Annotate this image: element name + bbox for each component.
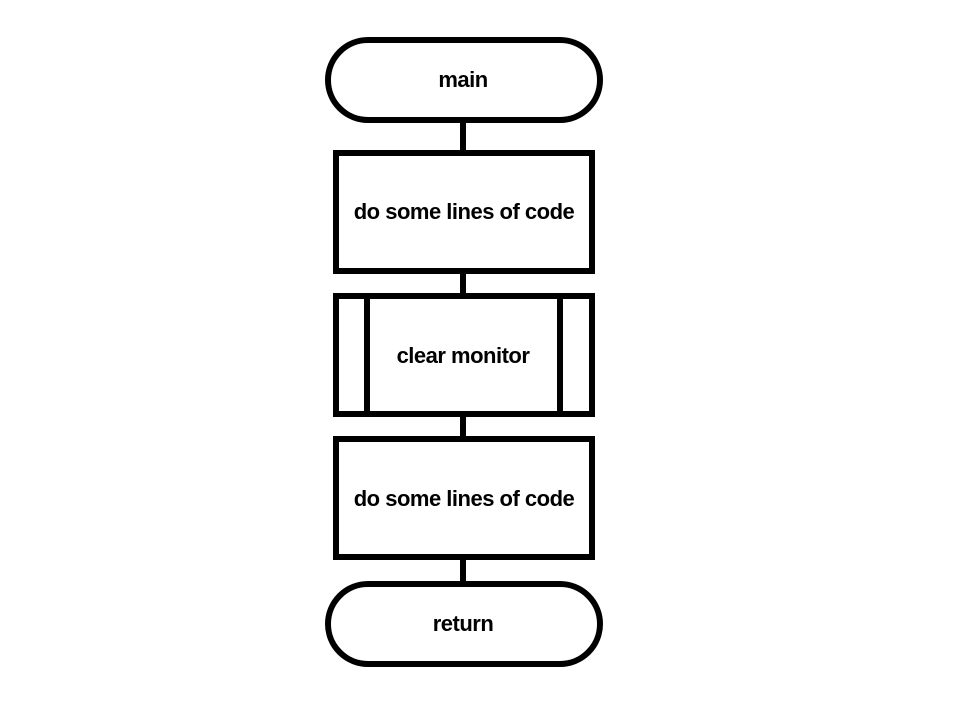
process-box-1-shape xyxy=(333,150,595,274)
end-terminal-shape xyxy=(325,581,603,667)
end-terminal: return xyxy=(325,581,603,667)
process-box-1-label: do some lines of code xyxy=(354,199,575,224)
process-box-1: do some lines of code xyxy=(333,150,595,274)
process-box-2-shape xyxy=(333,436,595,560)
predefined-process-label: clear monitor xyxy=(397,343,531,368)
process-box-2: do some lines of code xyxy=(333,436,595,560)
predefined-process-box: clear monitor xyxy=(333,293,595,417)
end-terminal-label: return xyxy=(433,611,494,636)
process-box-2-label: do some lines of code xyxy=(354,486,575,511)
start-terminal-label: main xyxy=(438,67,487,92)
start-terminal-shape xyxy=(325,37,603,123)
start-terminal: main xyxy=(325,37,603,123)
predefined-process-shape xyxy=(333,293,595,417)
